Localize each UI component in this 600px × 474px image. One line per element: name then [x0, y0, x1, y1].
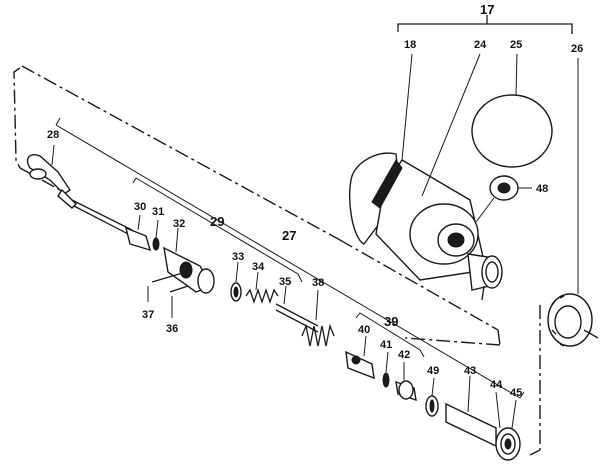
part-33-washer	[230, 261, 242, 302]
part-41-ring	[382, 351, 390, 388]
part-40-piston	[345, 335, 375, 380]
part-36-37-pins	[147, 286, 173, 318]
bracket-group-27	[55, 117, 525, 399]
label-48: 48	[536, 183, 548, 195]
part-30	[124, 214, 152, 252]
label-44: 44	[490, 379, 503, 391]
label-42: 42	[398, 349, 410, 361]
label-36: 36	[166, 323, 178, 335]
part-26-cap	[547, 58, 599, 347]
part-43-tube	[445, 375, 497, 448]
label-49: 49	[427, 365, 439, 377]
part-48-gauge	[475, 175, 532, 223]
label-37: 37	[142, 309, 154, 321]
part-35-stem	[275, 285, 319, 333]
bracket-group-17	[397, 15, 573, 34]
label-41: 41	[380, 339, 392, 351]
label-39: 39	[384, 314, 398, 329]
label-33: 33	[232, 251, 244, 263]
part-32-valve-body	[151, 227, 215, 294]
label-25: 25	[510, 39, 522, 51]
label-32: 32	[173, 218, 185, 230]
label-45: 45	[510, 387, 522, 399]
label-24: 24	[474, 39, 487, 51]
bracket-group-29	[132, 177, 303, 283]
bracket-group-39	[355, 312, 425, 358]
housing-threaded-outlet	[467, 253, 503, 301]
part-38-spring	[301, 289, 335, 347]
part-31-ring	[152, 219, 160, 251]
label-27: 27	[282, 228, 296, 243]
label-26: 26	[571, 43, 583, 55]
label-38: 38	[312, 277, 324, 289]
label-18: 18	[404, 39, 416, 51]
label-17: 17	[480, 2, 494, 17]
part-42-nut	[395, 362, 417, 402]
label-40: 40	[358, 324, 370, 336]
callout-labels: 17 18 24 25 26 27 28 29 30 31 32 33 34 3…	[47, 2, 583, 399]
label-31: 31	[152, 206, 164, 218]
part-28-lever	[26, 144, 133, 237]
label-34: 34	[252, 261, 265, 273]
part-24-bowl	[409, 53, 481, 265]
label-35: 35	[279, 276, 291, 288]
label-30: 30	[134, 201, 146, 213]
part-34-spring	[245, 271, 279, 305]
part-49-washer	[425, 377, 439, 417]
label-29: 29	[210, 214, 224, 229]
part-25-o-ring	[471, 53, 553, 168]
label-43: 43	[464, 365, 476, 377]
label-28: 28	[47, 129, 59, 141]
part-44-45-end-nut	[495, 391, 521, 461]
